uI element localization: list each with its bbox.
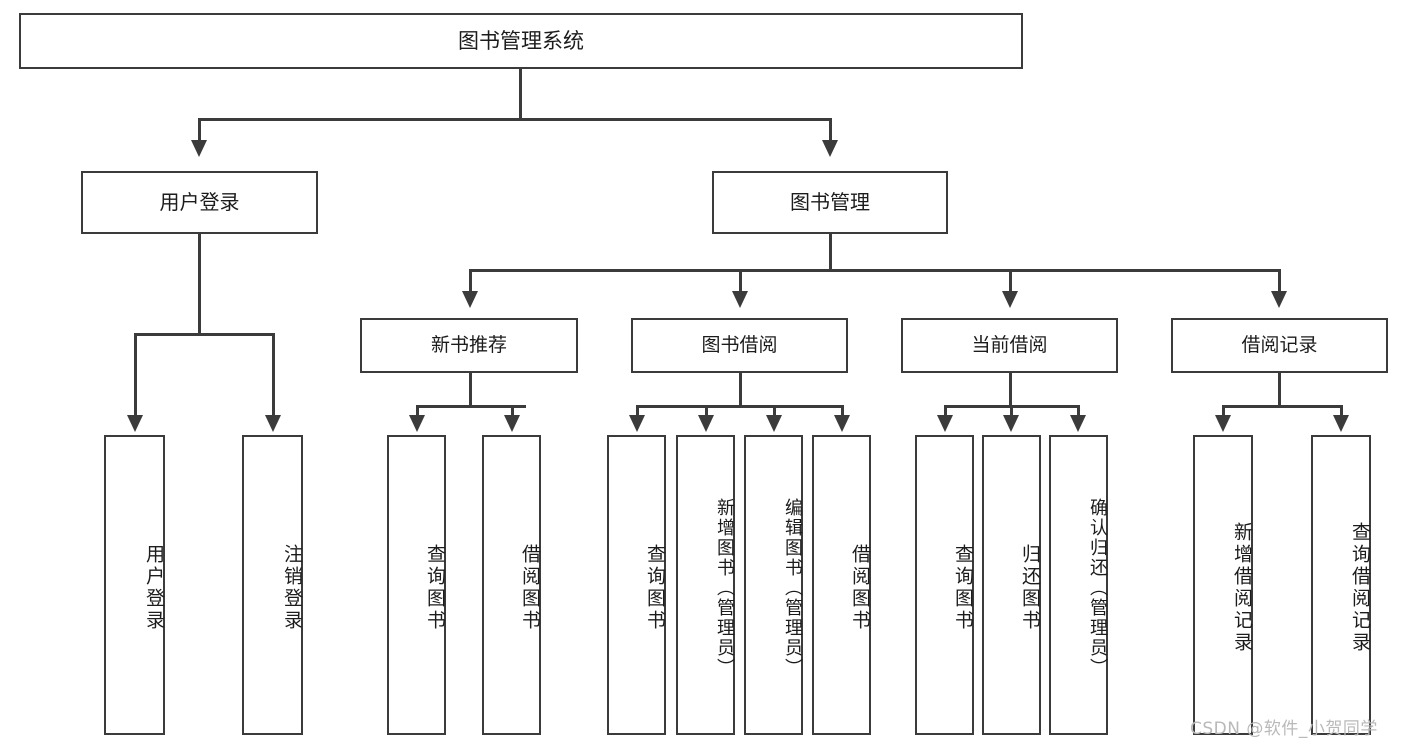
- arrow-bb-leaf-4: [834, 415, 850, 432]
- arrow-bb-leaf-1: [629, 415, 645, 432]
- arrow-cb-leaf-3: [1070, 415, 1086, 432]
- leaf-confirm-return[interactable]: 确认归还（管理员）: [1049, 435, 1108, 735]
- arrow-br-leaf-1: [1215, 415, 1231, 432]
- arrow-bb-leaf-2: [698, 415, 714, 432]
- edge-user-login-leaf-1: [134, 333, 137, 417]
- edge-to-borrow-record: [1278, 269, 1281, 293]
- node-book-manage[interactable]: 图书管理: [712, 171, 948, 234]
- edge-nbr-down: [469, 373, 472, 408]
- node-label: 借阅记录: [1241, 333, 1318, 356]
- leaf-logout-login[interactable]: 注销登录: [242, 435, 303, 735]
- node-label: 当前借阅: [971, 333, 1048, 356]
- leaf-user-login[interactable]: 用户登录: [104, 435, 165, 735]
- edge-user-login-leaf-2: [272, 333, 275, 417]
- leaf-add-record[interactable]: 新增借阅记录: [1193, 435, 1253, 735]
- node-label: 新增图书（管理员）: [714, 498, 735, 678]
- edge-book-manage-down: [829, 234, 832, 272]
- edge-root-down: [519, 69, 522, 120]
- node-label: 图书管理系统: [458, 28, 584, 53]
- edge-nbr-leaf-1: [416, 405, 419, 417]
- edge-cb-leaf-3: [1077, 405, 1080, 417]
- edge-root-bus: [198, 118, 832, 121]
- node-label: 确认归还（管理员）: [1087, 498, 1108, 678]
- node-label: 归还图书: [1019, 544, 1041, 632]
- node-label: 借阅图书: [849, 544, 871, 632]
- arrow-to-borrow-record: [1271, 291, 1287, 308]
- edge-user-login-down: [198, 234, 201, 335]
- arrow-nbr-leaf-2: [504, 415, 520, 432]
- arrow-bb-leaf-3: [766, 415, 782, 432]
- arrow-to-user-login: [191, 140, 207, 157]
- edge-to-current-borrow: [1009, 269, 1012, 293]
- arrow-user-login-leaf-2: [265, 415, 281, 432]
- arrow-user-login-leaf-1: [127, 415, 143, 432]
- node-label: 新书推荐: [430, 333, 507, 356]
- edge-br-leaf-2: [1340, 405, 1343, 417]
- edge-br-leaf-1: [1222, 405, 1225, 417]
- leaf-query-book-3[interactable]: 查询图书: [915, 435, 974, 735]
- edge-nbr-leaf-2: [511, 405, 514, 417]
- edge-bb-leaf-3: [773, 405, 776, 417]
- edge-cb-leaf-2: [1010, 405, 1013, 417]
- node-label: 借阅图书: [519, 544, 541, 632]
- arrow-cb-leaf-2: [1003, 415, 1019, 432]
- leaf-edit-book[interactable]: 编辑图书（管理员）: [744, 435, 803, 735]
- edge-bb-leaf-4: [841, 405, 844, 417]
- node-label: 新增借阅记录: [1231, 522, 1253, 654]
- arrow-nbr-leaf-1: [409, 415, 425, 432]
- edge-bb-down: [739, 373, 742, 408]
- arrow-to-new-book-recommend: [462, 291, 478, 308]
- edge-bb-leaf-1: [636, 405, 639, 417]
- node-label: 用户登录: [143, 544, 165, 632]
- node-label: 图书借阅: [701, 333, 778, 356]
- leaf-query-book-1[interactable]: 查询图书: [387, 435, 446, 735]
- node-new-book-recommend[interactable]: 新书推荐: [360, 318, 578, 373]
- node-current-borrow[interactable]: 当前借阅: [901, 318, 1118, 373]
- edge-to-new-book-recommend: [469, 269, 472, 293]
- leaf-borrow-book-1[interactable]: 借阅图书: [482, 435, 541, 735]
- node-label: 查询图书: [952, 544, 974, 632]
- edge-to-book-borrow: [739, 269, 742, 293]
- node-label: 图书管理: [790, 190, 870, 214]
- edge-cb-leaf-1: [944, 405, 947, 417]
- node-label: 查询图书: [644, 544, 666, 632]
- node-borrow-record[interactable]: 借阅记录: [1171, 318, 1388, 373]
- leaf-return-book[interactable]: 归还图书: [982, 435, 1041, 735]
- edge-to-user-login: [198, 118, 201, 142]
- leaf-query-record[interactable]: 查询借阅记录: [1311, 435, 1371, 735]
- node-root-system[interactable]: 图书管理系统: [19, 13, 1023, 69]
- edge-br-down: [1278, 373, 1281, 408]
- leaf-query-book-2[interactable]: 查询图书: [607, 435, 666, 735]
- arrow-to-current-borrow: [1002, 291, 1018, 308]
- arrow-to-book-manage: [822, 140, 838, 157]
- node-label: 编辑图书（管理员）: [782, 498, 803, 678]
- leaf-add-book[interactable]: 新增图书（管理员）: [676, 435, 735, 735]
- node-book-borrow[interactable]: 图书借阅: [631, 318, 848, 373]
- arrow-cb-leaf-1: [937, 415, 953, 432]
- edge-to-book-manage: [829, 118, 832, 142]
- edge-br-bus: [1222, 405, 1342, 408]
- node-user-login[interactable]: 用户登录: [81, 171, 318, 234]
- node-label: 用户登录: [159, 190, 240, 214]
- edge-book-manage-bus: [469, 269, 1281, 272]
- edge-nbr-bus: [416, 405, 526, 408]
- arrow-to-book-borrow: [732, 291, 748, 308]
- arrow-br-leaf-2: [1333, 415, 1349, 432]
- node-label: 注销登录: [281, 544, 303, 632]
- node-label: 查询借阅记录: [1349, 522, 1371, 654]
- edge-bb-bus: [636, 405, 843, 408]
- edge-cb-down: [1009, 373, 1012, 408]
- edge-bb-leaf-2: [705, 405, 708, 417]
- node-label: 查询图书: [424, 544, 446, 632]
- edge-user-login-bus: [134, 333, 275, 336]
- leaf-borrow-book-2[interactable]: 借阅图书: [812, 435, 871, 735]
